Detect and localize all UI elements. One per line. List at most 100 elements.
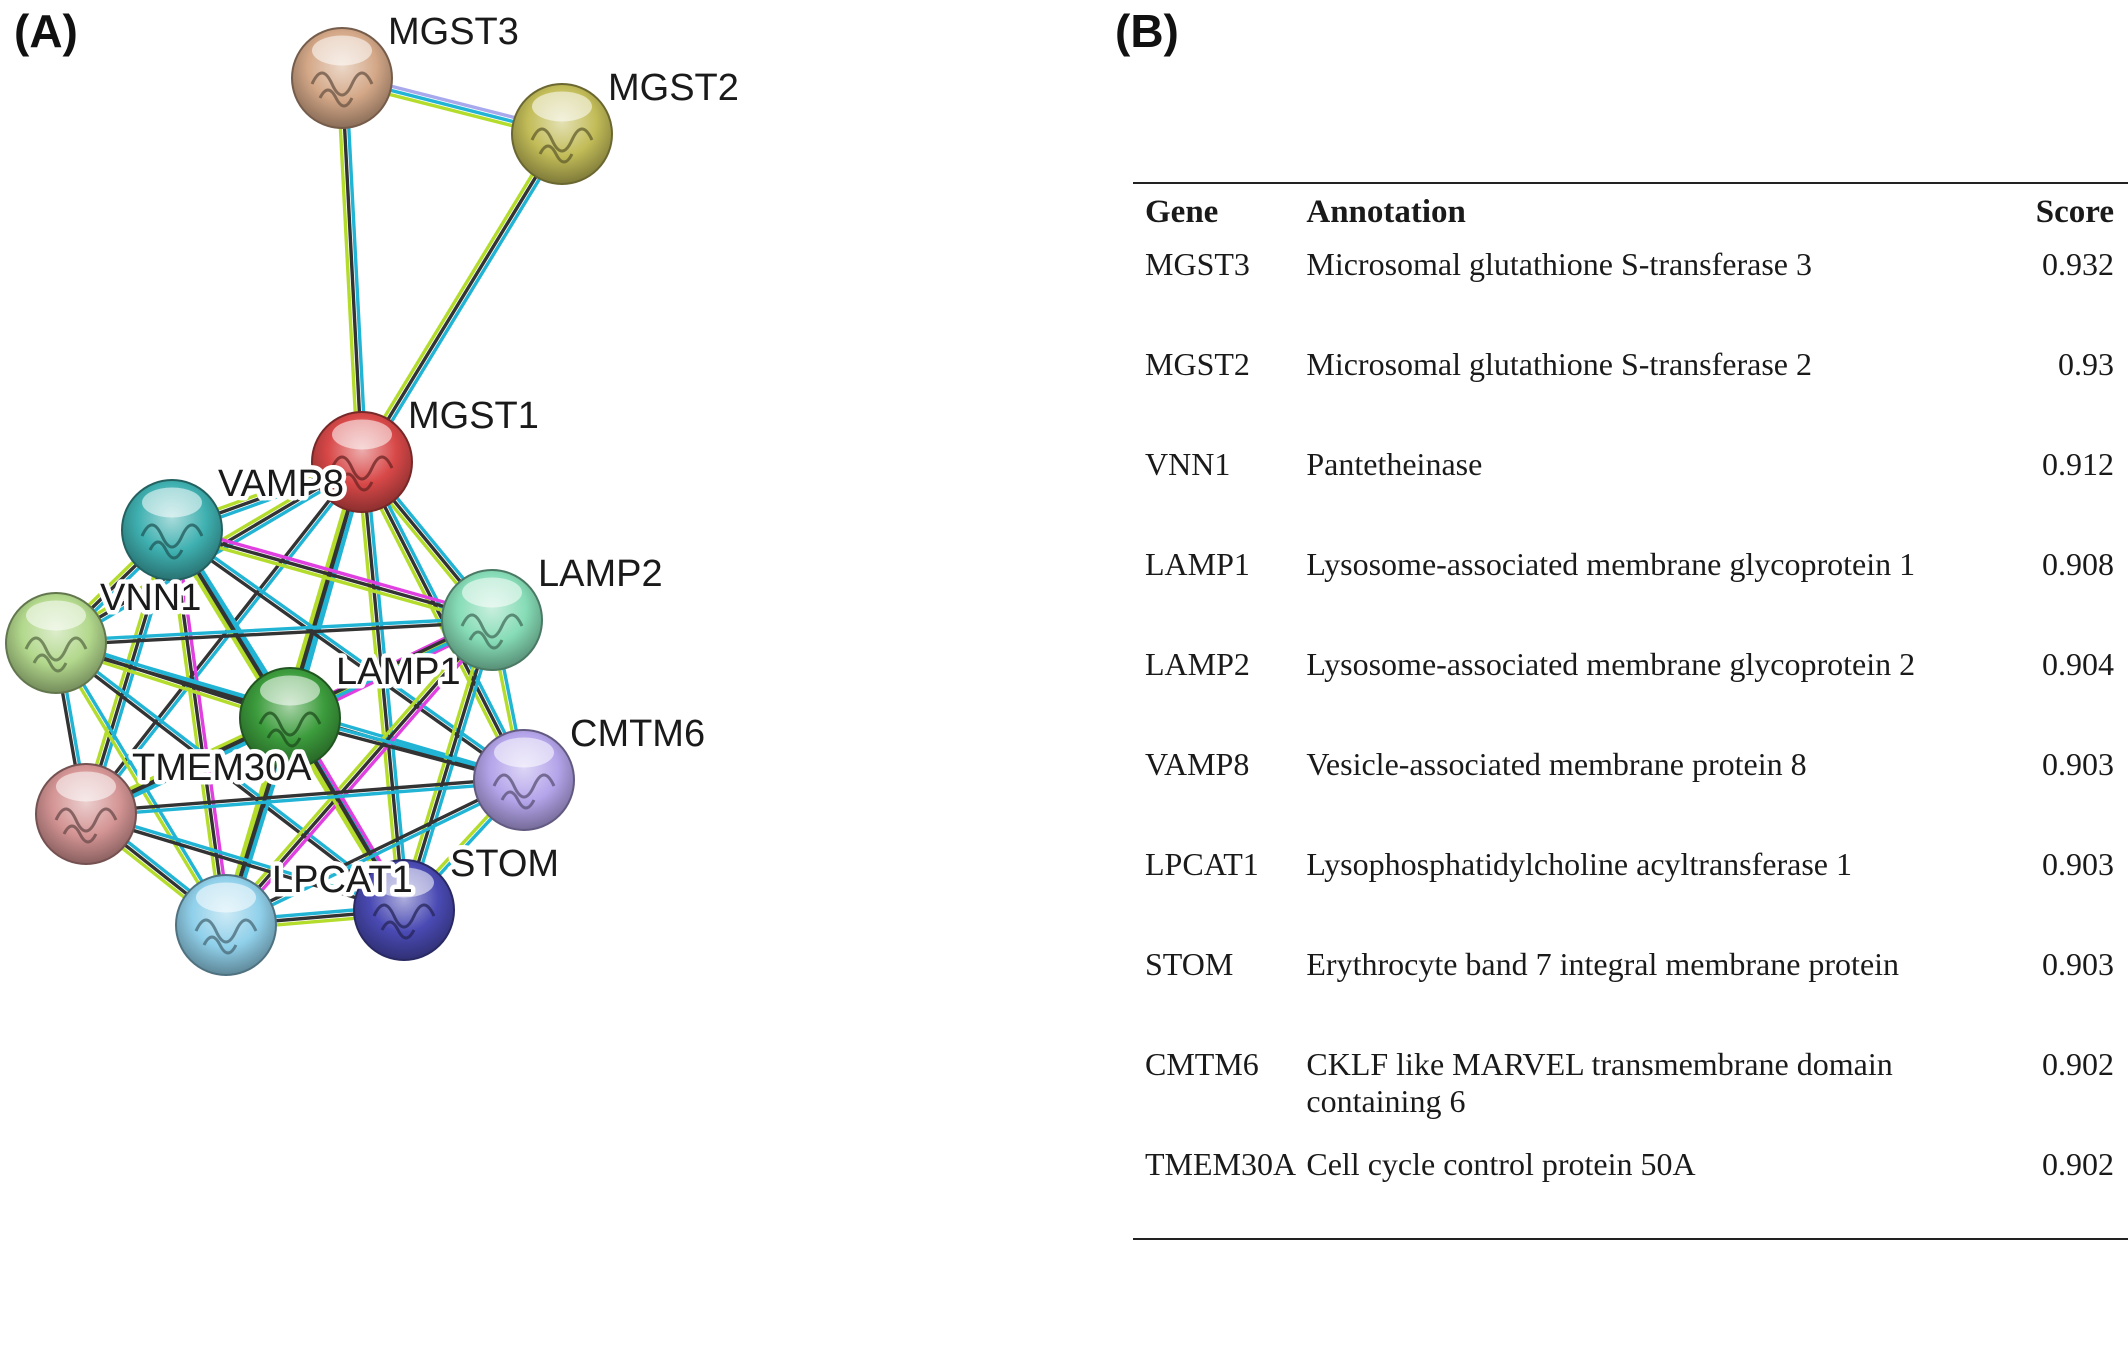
- node-label-mgst1: MGST1: [408, 395, 539, 437]
- node-stom[interactable]: [353, 859, 455, 961]
- table-header-row: Gene Annotation Score: [1133, 184, 2128, 238]
- cell-score: 0.904: [2042, 646, 2114, 682]
- edge-line: [55, 616, 492, 643]
- edge-line: [364, 135, 568, 466]
- node-cmtm6[interactable]: [473, 729, 575, 831]
- node-label-mgst2: MGST2: [608, 67, 739, 109]
- protein-structure-icon: [54, 807, 118, 844]
- edge-line: [360, 461, 406, 911]
- protein-structure-icon: [372, 903, 436, 940]
- cell-annotation: Microsomal glutathione S-transferase 2: [1306, 346, 1812, 382]
- node-highlight: [332, 419, 392, 450]
- cell-score: 0.908: [2042, 546, 2114, 582]
- node-label-lamp2: LAMP2: [538, 553, 663, 595]
- cell-annotation: Pantetheinase: [1306, 446, 1483, 482]
- node-highlight: [374, 867, 434, 898]
- node-label-vnn1: VNN1: [100, 577, 201, 619]
- table-row: VAMP8 Vesicle-associated membrane protein…: [1133, 738, 2128, 838]
- cell-annotation: CKLF like MARVEL transmembrane domain co…: [1306, 1046, 1893, 1119]
- table-top-rule: [1133, 182, 2128, 184]
- edge-line: [86, 810, 406, 910]
- node-mgst2[interactable]: [511, 83, 613, 185]
- node-mgst3[interactable]: [291, 27, 393, 129]
- edge-line: [224, 618, 494, 927]
- node-tmem30a[interactable]: [35, 763, 137, 865]
- node-label-vamp8: VAMP8: [218, 463, 344, 505]
- edge-line: [85, 776, 524, 814]
- node-label-lpcat1: LPCAT1: [272, 859, 413, 901]
- edge-line: [356, 130, 560, 461]
- node-highlight: [260, 675, 320, 706]
- node-label-mgst3: MGST3: [388, 11, 519, 53]
- node-lpcat1[interactable]: [175, 874, 277, 976]
- cell-score: 0.912: [2042, 446, 2114, 482]
- table-row: LAMP2 Lysosome-associated membrane glycop…: [1133, 638, 2128, 738]
- edge-line: [169, 530, 524, 784]
- edge-line: [356, 462, 402, 911]
- node-mgst1[interactable]: [311, 411, 413, 513]
- node-highlight: [142, 487, 202, 518]
- cell-gene: STOM: [1145, 946, 1234, 982]
- node-highlight: [532, 91, 592, 122]
- cell-gene: MGST2: [1145, 346, 1250, 382]
- edge-cmtm6-tmem30a: [85, 776, 525, 818]
- protein-structure-icon: [140, 523, 204, 560]
- cell-score: 0.902: [2042, 1146, 2114, 1182]
- protein-structure-icon: [530, 127, 594, 164]
- table-row: MGST2 Microsomal glutathione S-transferas…: [1133, 338, 2128, 438]
- edge-line: [227, 621, 497, 929]
- edge-line: [53, 643, 404, 914]
- cell-score: 0.903: [2042, 846, 2114, 882]
- cell-score: 0.932: [2042, 246, 2114, 282]
- cell-score: 0.902: [2042, 1046, 2114, 1082]
- node-lamp1[interactable]: [239, 667, 341, 769]
- cell-annotation: Erythrocyte band 7 integral membrane pro…: [1306, 946, 1900, 982]
- edge-tmem30a-stom: [84, 810, 406, 914]
- panel-a-label: (A): [14, 5, 78, 57]
- header-score: Score: [2035, 193, 2114, 230]
- panel-b-label: (B): [1115, 5, 1179, 57]
- protein-structure-icon: [310, 71, 374, 108]
- edge-line: [226, 780, 526, 929]
- node-highlight: [56, 771, 116, 802]
- cell-gene: TMEM30A: [1145, 1146, 1297, 1182]
- cell-annotation: Cell cycle control protein 50A: [1306, 1146, 1696, 1182]
- node-label-lamp1: LAMP1: [336, 651, 461, 693]
- edge-cmtm6-lpcat1: [224, 776, 526, 929]
- cell-gene: VNN1: [1145, 446, 1231, 482]
- cell-annotation: Lysosome-associated membrane glycoprotei…: [1306, 646, 1916, 682]
- cell-annotation: Vesicle-associated membrane protein 8: [1306, 746, 1807, 782]
- table-row: STOM Erythrocyte band 7 integral membrane…: [1133, 938, 2128, 1038]
- node-highlight: [494, 737, 554, 768]
- network-nodes: [5, 27, 613, 976]
- edge-line: [171, 528, 493, 622]
- edge-line: [56, 620, 493, 647]
- cell-score: 0.903: [2042, 946, 2114, 982]
- edge-vamp8-lamp2: [170, 524, 494, 626]
- cell-annotation: Lysosome-associated membrane glycoprotei…: [1306, 546, 1916, 582]
- network-labels: MGST3MGST2MGST1VAMP8VNN1LAMP2LAMP1CMTM6T…: [96, 7, 744, 906]
- node-lamp2[interactable]: [441, 569, 543, 671]
- cell-gene: CMTM6: [1145, 1046, 1259, 1082]
- cell-score: 0.903: [2042, 746, 2114, 782]
- table-bottom-rule: [1133, 1238, 2128, 1240]
- edge-mgst2-mgst1: [356, 130, 568, 466]
- cell-gene: VAMP8: [1145, 746, 1250, 782]
- edge-vamp8-cmtm6: [169, 526, 527, 784]
- cell-gene: LAMP2: [1145, 646, 1250, 682]
- node-vamp8[interactable]: [121, 479, 223, 581]
- protein-structure-icon: [258, 711, 322, 748]
- cell-gene: LPCAT1: [1145, 846, 1259, 882]
- edge-line: [170, 529, 228, 926]
- edge-line: [336, 78, 360, 463]
- node-vnn1[interactable]: [5, 592, 107, 694]
- node-highlight: [462, 577, 522, 608]
- node-label-stom: STOM: [450, 843, 559, 885]
- protein-interaction-network: MGST3MGST2MGST1VAMP8VNN1LAMP2LAMP1CMTM6T…: [5, 7, 744, 976]
- header-gene: Gene: [1145, 193, 1219, 230]
- node-label-tmem30a: TMEM30A: [132, 747, 312, 789]
- table-row: CMTM6 CKLF like MARVEL transmembrane doma…: [1133, 1038, 2128, 1138]
